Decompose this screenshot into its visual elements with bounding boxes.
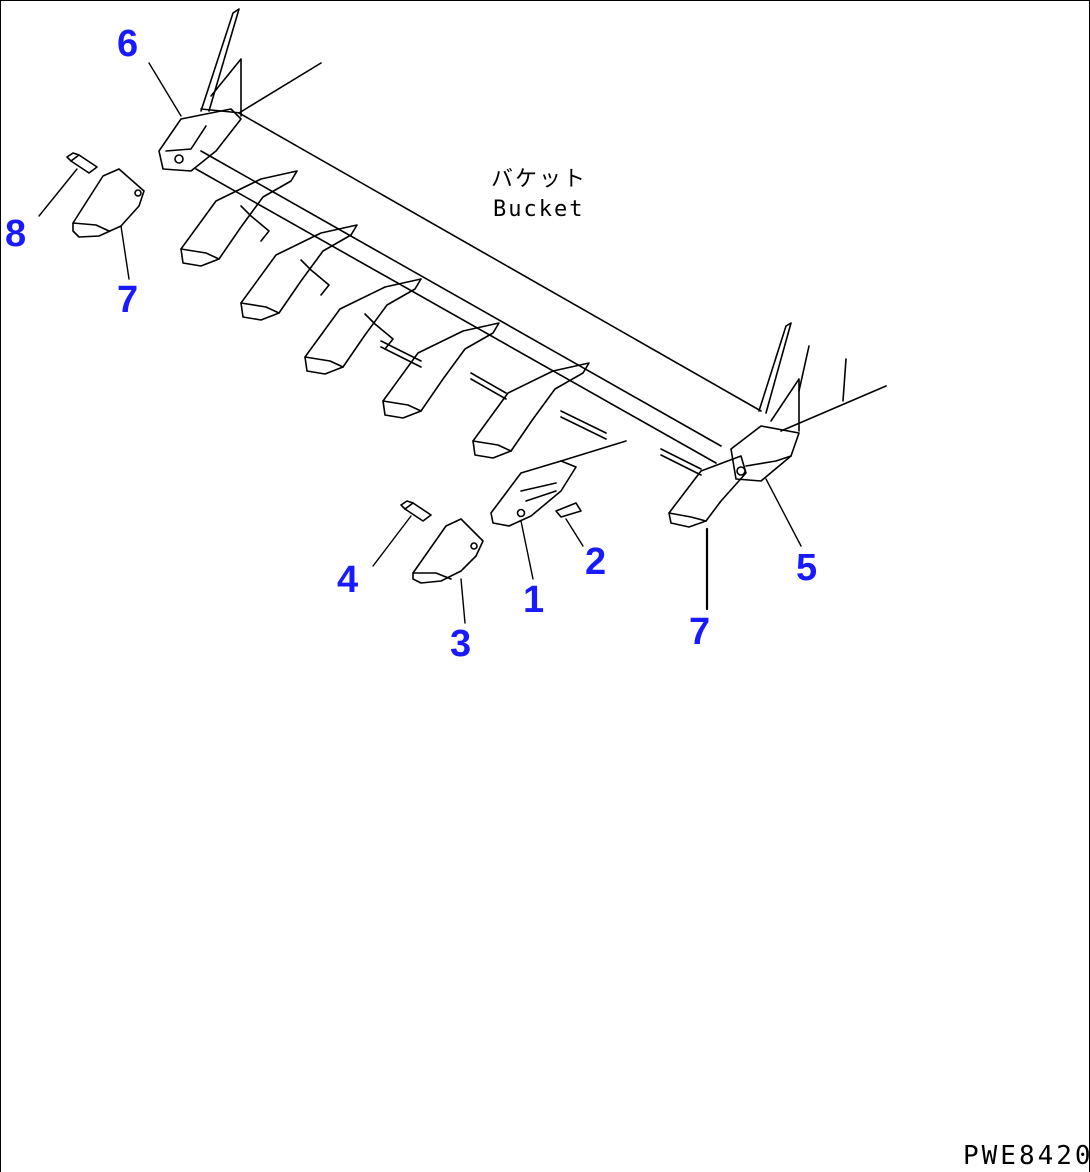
callout-1: 1 (523, 579, 545, 621)
callout-7-left: 7 (117, 279, 139, 321)
tooth-5 (472, 362, 590, 459)
callout-5: 5 (796, 547, 818, 589)
cutting-edge-bar (195, 150, 722, 476)
right-side-plate (758, 322, 847, 432)
right-corner-tooth (668, 455, 747, 528)
callout-7-right: 7 (689, 611, 711, 653)
callout-8: 8 (5, 213, 27, 255)
exploded-tooth (412, 518, 484, 584)
leader-5 (765, 478, 802, 547)
leader-6 (148, 62, 182, 117)
drawing-code: PWE8420 (963, 1141, 1090, 1171)
leader-8 (38, 168, 78, 217)
tooth-2 (240, 224, 358, 321)
bucket-edge-line (238, 112, 762, 412)
callout-6: 6 (117, 23, 139, 65)
leader-lines (38, 62, 802, 624)
callout-3: 3 (450, 623, 472, 665)
leader-2 (565, 518, 584, 547)
leader-1 (520, 520, 534, 580)
left-corner-adapter (158, 108, 242, 172)
right-corner-adapter (730, 425, 800, 482)
tooth-4 (382, 322, 500, 419)
bucket-edge-upper-right (780, 385, 887, 432)
exploded-plate (555, 502, 582, 518)
exploded-adapter (490, 440, 627, 527)
exploded-left-pin (66, 152, 98, 174)
left-side-plate (200, 8, 242, 117)
bucket-label-english: Bucket (493, 197, 585, 222)
leader-7-left (120, 225, 130, 280)
tooth-1 (180, 170, 298, 267)
callout-4: 4 (337, 559, 359, 601)
leader-3 (460, 578, 466, 624)
callout-2: 2 (585, 541, 607, 583)
bucket-label-japanese: バケット (491, 167, 588, 192)
leader-4 (372, 515, 412, 567)
tooth-3 (304, 278, 422, 375)
exploded-pin (400, 500, 432, 522)
exploded-left-tooth (72, 168, 145, 238)
bucket-edge-upper-left (238, 62, 322, 114)
